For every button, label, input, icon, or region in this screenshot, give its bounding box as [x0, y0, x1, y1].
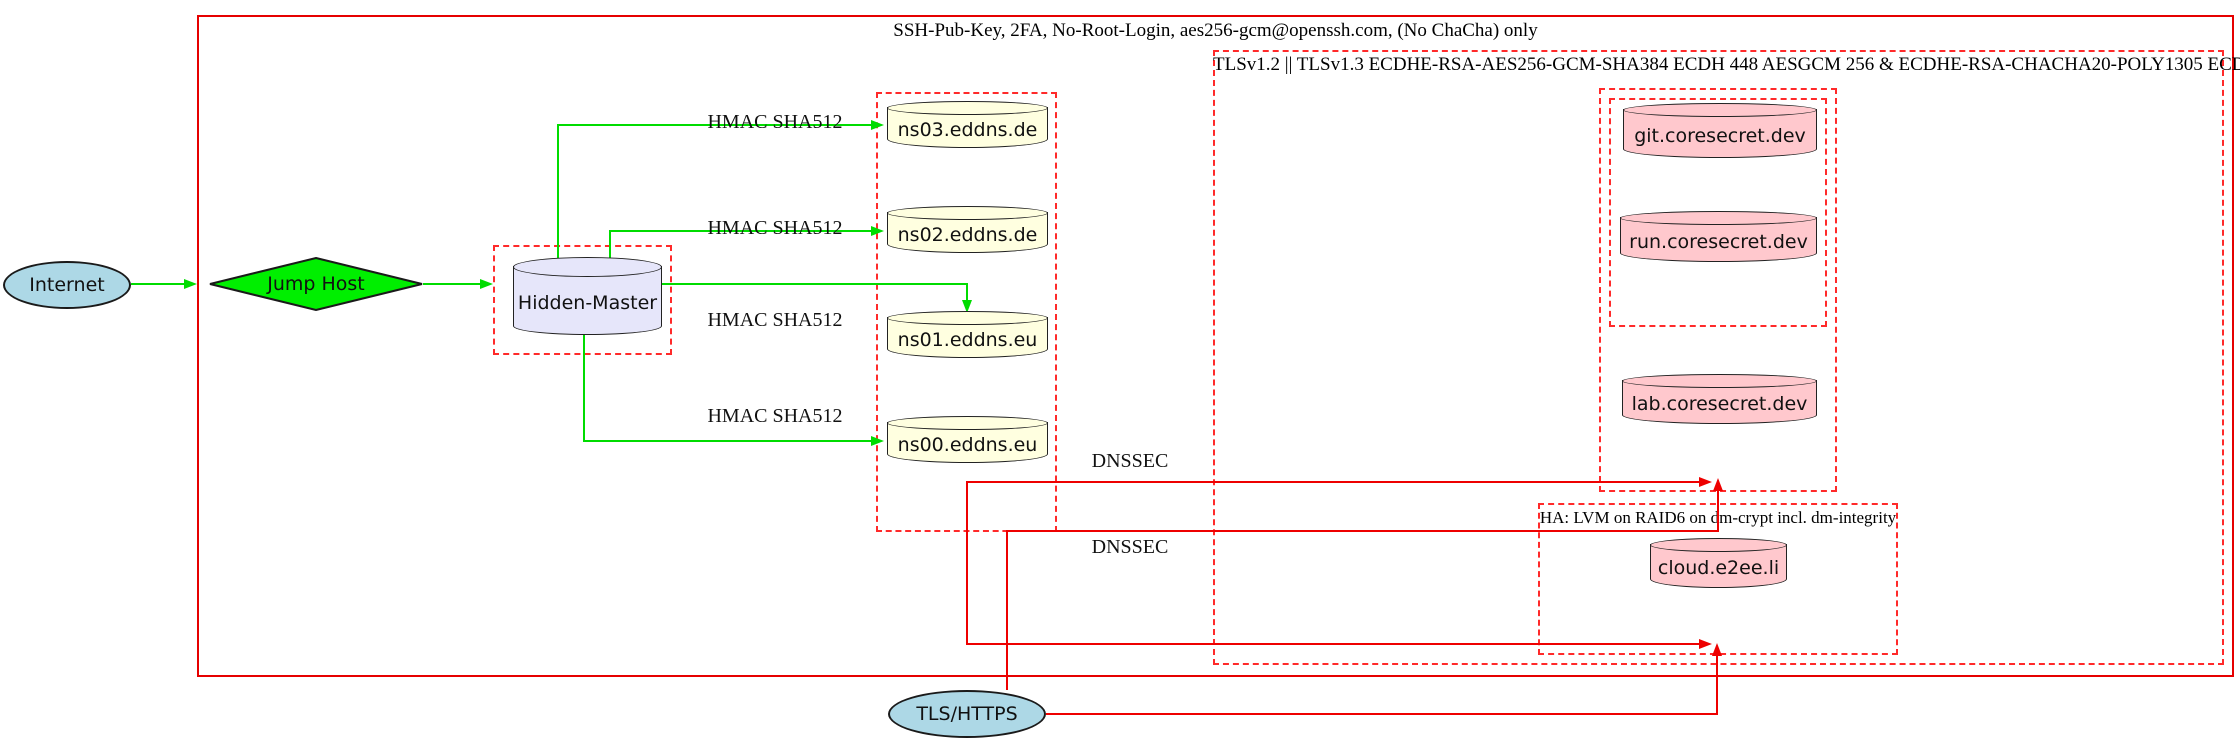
cluster-ssh-label: SSH-Pub-Key, 2FA, No-Root-Login, aes256-… [893, 20, 1538, 41]
cylinder-top [887, 311, 1048, 325]
cylinder-top [1650, 538, 1787, 552]
node-internet: Internet [3, 261, 131, 309]
cylinder-top [887, 416, 1048, 430]
edge-hm-ns01-horizontal [660, 283, 967, 285]
cylinder-top [1622, 374, 1817, 388]
node-jump-host: Jump Host [208, 257, 424, 311]
arrowhead-ns01 [962, 300, 972, 313]
cylinder-top [513, 257, 662, 277]
arrowhead-dnssec-lower [1699, 639, 1712, 649]
cylinder-body [513, 266, 662, 335]
node-lab-label: lab.coresecret.dev [1631, 393, 1808, 415]
edge-hm-ns02-horizontal [609, 230, 871, 232]
node-ns01: ns01.eddns.eu [887, 311, 1048, 358]
edge-label-dnssec-lower: DNSSEC [1091, 536, 1169, 558]
edge-hm-ns03-vertical [557, 125, 559, 262]
edge-tls-coresecret-horizontal [1006, 530, 1719, 532]
edge-label-hmac-ns00: HMAC SHA512 [707, 405, 843, 427]
node-ns01-label: ns01.eddns.eu [897, 328, 1038, 351]
node-lab-coresecret: lab.coresecret.dev [1622, 374, 1817, 424]
cylinder-top [1620, 211, 1817, 225]
node-cloud-label: cloud.e2ee.li [1657, 557, 1780, 579]
arrowhead-ns03 [871, 120, 884, 130]
node-git-label: git.coresecret.dev [1634, 124, 1806, 147]
edge-jumphost-hiddenmaster [423, 283, 481, 285]
node-jump-host-label: Jump Host [267, 273, 365, 295]
cluster-tls-box [1213, 50, 2224, 665]
arrowhead-into-ssh-cluster [184, 279, 197, 289]
cylinder-top [887, 206, 1048, 220]
edge-tls-ha-horizontal [1046, 713, 1718, 715]
arrowhead-ns00 [871, 436, 884, 446]
cluster-ssh-box [197, 15, 2234, 677]
edge-hm-ns01-vertical [966, 283, 968, 302]
cluster-coresecret-inner-box [1609, 98, 1827, 327]
arrowhead-into-ha-cluster [1712, 643, 1722, 656]
cluster-tls-label: TLSv1.2 || TLSv1.3 ECDHE-RSA-AES256-GCM-… [1213, 54, 2240, 75]
edge-dnssec-lower-horizontal [966, 643, 1699, 645]
node-tls-https-label: TLS/HTTPS [916, 703, 1018, 725]
edge-hm-ns02-vertical [609, 231, 611, 262]
edge-label-dnssec-upper: DNSSEC [1091, 450, 1169, 472]
node-ns00-label: ns00.eddns.eu [897, 433, 1038, 456]
diamond-shape [209, 257, 423, 311]
node-git-coresecret: git.coresecret.dev [1623, 103, 1817, 158]
edge-hm-ns00-horizontal [583, 440, 871, 442]
node-ns02: ns02.eddns.de [887, 206, 1048, 253]
node-ns03-label: ns03.eddns.de [897, 118, 1038, 141]
cylinder-body [1623, 109, 1817, 158]
cylinder-top [887, 101, 1048, 115]
edge-label-hmac-ns02: HMAC SHA512 [707, 217, 843, 239]
node-tls-https: TLS/HTTPS [888, 690, 1046, 738]
cluster-hidden-master-box [493, 245, 672, 355]
arrowhead-into-coresecret-cluster [1713, 478, 1723, 491]
node-run-coresecret: run.coresecret.dev [1620, 211, 1817, 262]
arrowhead-dnssec-upper [1699, 477, 1712, 487]
node-hidden-master-label: Hidden-Master [517, 292, 658, 314]
node-cloud-e2ee: cloud.e2ee.li [1650, 538, 1787, 588]
edge-hm-ns00-vertical [583, 335, 585, 442]
arrowhead-into-hiddenmaster-cluster [480, 279, 493, 289]
edge-hm-ns03-horizontal [557, 124, 871, 126]
cylinder-top [1623, 103, 1817, 117]
arrowhead-ns02 [871, 226, 884, 236]
edge-dnssec-vertical [966, 482, 968, 645]
node-internet-label: Internet [29, 274, 105, 296]
edge-internet-jumphost [131, 283, 189, 285]
node-ns00: ns00.eddns.eu [887, 416, 1048, 463]
node-ns02-label: ns02.eddns.de [897, 223, 1038, 246]
edge-label-hmac-ns03: HMAC SHA512 [707, 111, 843, 133]
edge-tls-coresecret-vertical [1006, 531, 1008, 690]
edge-label-hmac-ns01: HMAC SHA512 [707, 309, 843, 331]
edge-tls-ha-riser [1716, 656, 1718, 715]
edge-tls-coresecret-riser [1717, 491, 1719, 532]
node-ns03: ns03.eddns.de [887, 101, 1048, 148]
node-run-label: run.coresecret.dev [1629, 230, 1808, 253]
node-hidden-master: Hidden-Master [513, 257, 662, 335]
edge-dnssec-upper-horizontal [966, 481, 1699, 483]
